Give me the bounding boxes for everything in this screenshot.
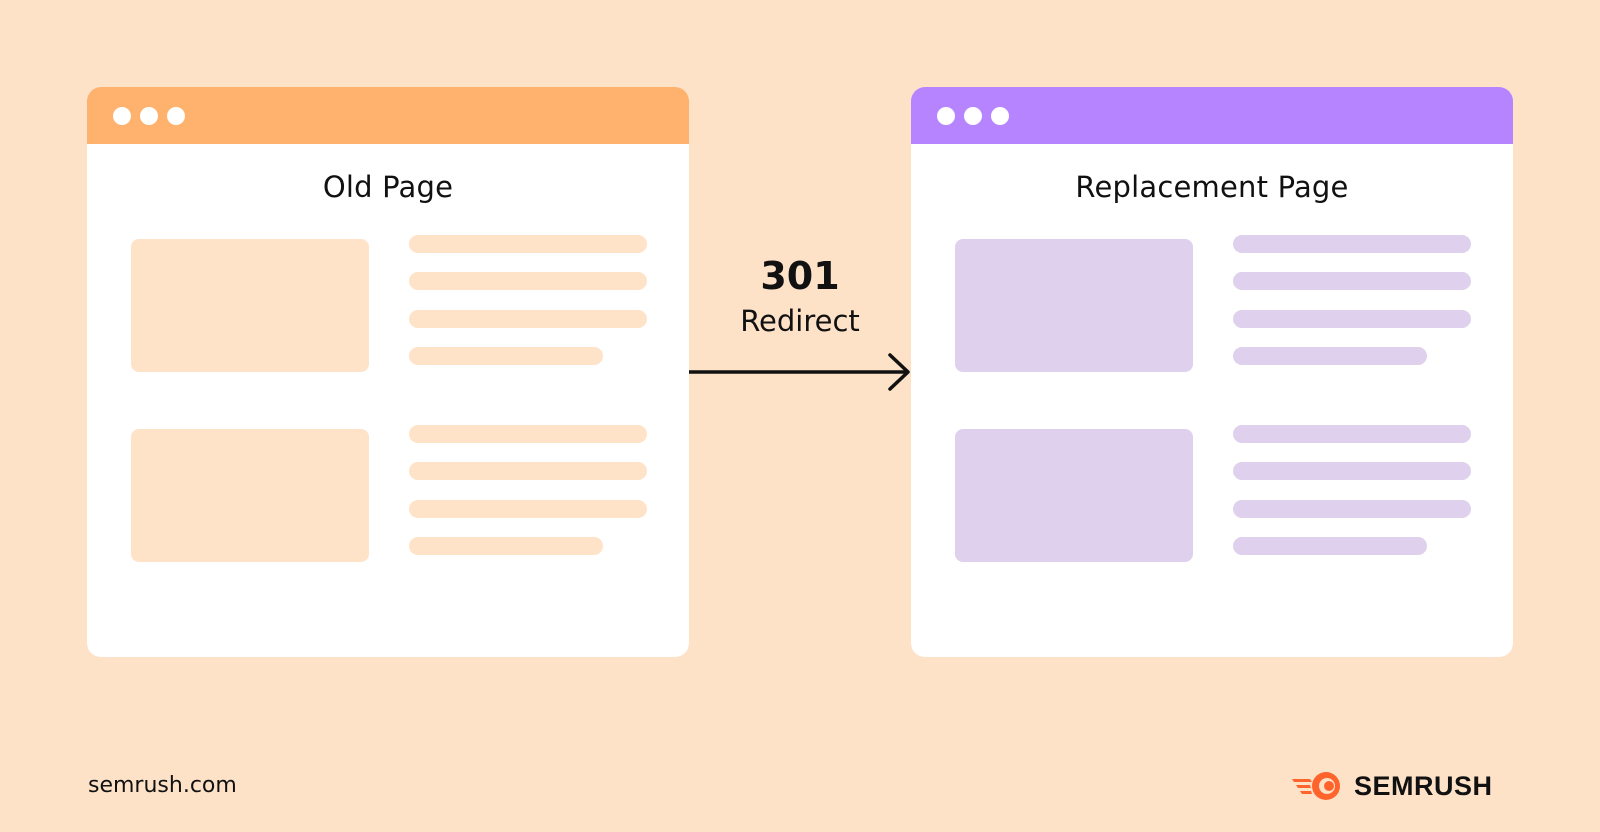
window-dot-icon [964,106,982,125]
brand-name: SEMRUSH [1354,770,1493,801]
semrush-logo-icon [1292,772,1340,800]
text-line-placeholder [1233,537,1427,555]
replacement-page-window: Replacement Page [911,87,1513,657]
arrow-right-icon [689,353,910,391]
image-placeholder [955,429,1193,562]
text-line-placeholder [409,272,647,290]
text-line-placeholder [409,235,647,253]
text-line-placeholder [1233,310,1471,328]
image-placeholder [955,239,1193,372]
text-line-placeholder [409,537,603,555]
window-dot-icon [167,106,185,125]
brand-logo: SEMRUSH [1290,770,1493,802]
text-line-placeholder [409,425,647,443]
old-page-window: Old Page [87,87,689,657]
redirect-code: 301 [760,254,840,298]
window-dot-icon [937,106,955,125]
window-dot-icon [140,106,158,125]
window-dot-icon [113,106,131,125]
redirect-label: Redirect [740,304,860,338]
text-line-placeholder [409,462,647,480]
old-page-title: Old Page [322,170,454,204]
replacement-page-titlebar [911,87,1513,144]
text-line-placeholder [1233,347,1427,365]
image-placeholder [131,239,369,372]
text-line-placeholder [1233,500,1471,518]
image-placeholder [131,429,369,562]
text-line-placeholder [409,310,647,328]
site-url: semrush.com [88,773,237,798]
text-line-placeholder [1233,425,1471,443]
text-line-placeholder [409,347,603,365]
replacement-page-title: Replacement Page [1075,170,1349,204]
text-line-placeholder [409,500,647,518]
text-line-placeholder [1233,235,1471,253]
text-line-placeholder [1233,272,1471,290]
window-dot-icon [991,106,1009,125]
old-page-titlebar [87,87,689,144]
text-line-placeholder [1233,462,1471,480]
